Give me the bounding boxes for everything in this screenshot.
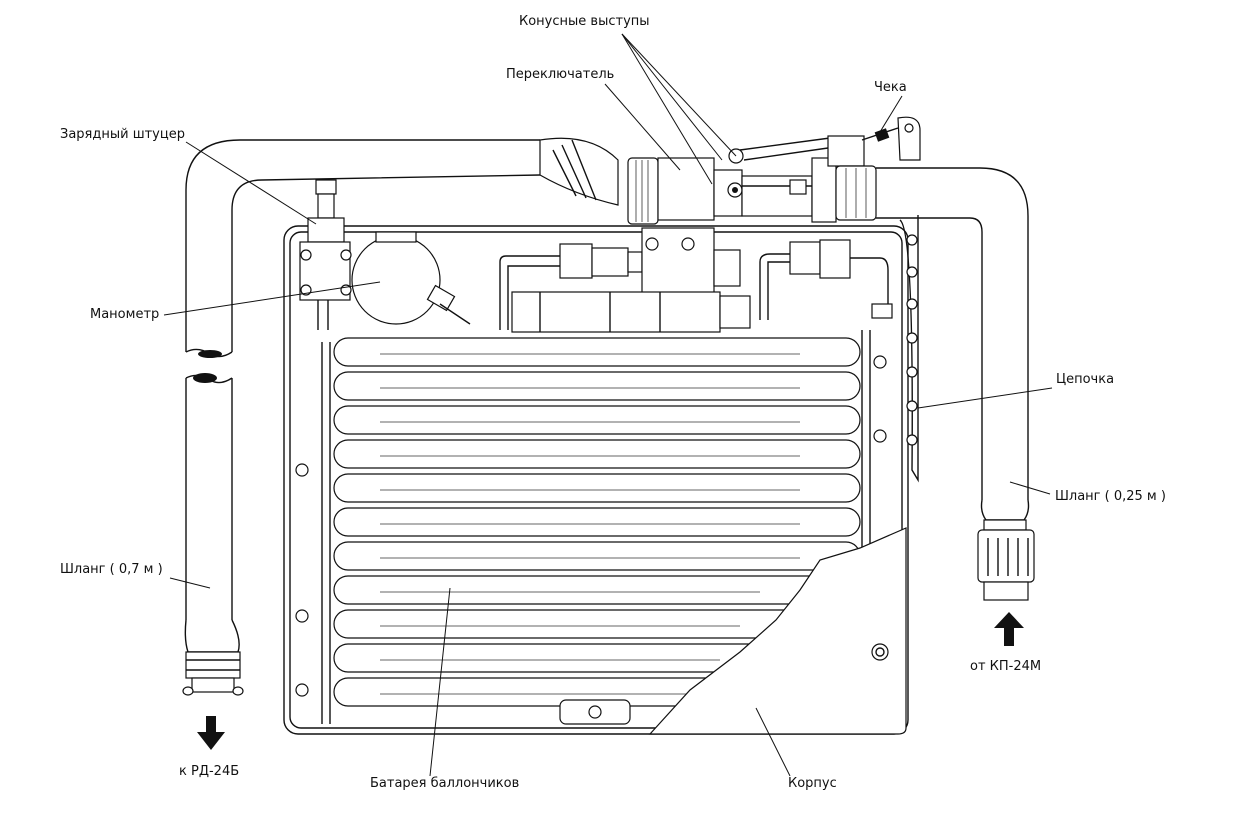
label-battery: Батарея баллончиков xyxy=(370,776,520,791)
leader-lines xyxy=(163,33,1053,777)
short-hose xyxy=(876,167,1035,646)
label-manometer: Манометр xyxy=(90,307,160,322)
chain xyxy=(899,215,919,483)
label-pin: Чека xyxy=(874,80,907,95)
label-housing: Корпус xyxy=(788,776,837,791)
housing-casing xyxy=(283,225,909,735)
label-chain: Цепочка xyxy=(1056,372,1115,387)
hose-elbow xyxy=(539,137,619,206)
manometer xyxy=(351,231,471,325)
label-hose-short: Шланг ( 0,25 м ) xyxy=(1055,489,1166,504)
label-switch: Переключатель xyxy=(506,67,615,82)
piping xyxy=(499,227,893,333)
label-from-kp: от КП-24М xyxy=(970,659,1042,674)
label-charging-fitting: Зарядный штуцер xyxy=(60,127,185,142)
label-hose-long: Шланг ( 0,7 м ) xyxy=(60,562,163,577)
switch-assembly xyxy=(627,116,921,225)
long-hose xyxy=(182,139,541,750)
housing-cutaway xyxy=(648,527,907,735)
charging-fitting xyxy=(299,179,352,330)
label-to-rd: к РД-24Б xyxy=(179,764,240,779)
cylinder-battery xyxy=(295,330,887,725)
label-cone-protrusions: Конусные выступы xyxy=(519,14,650,29)
